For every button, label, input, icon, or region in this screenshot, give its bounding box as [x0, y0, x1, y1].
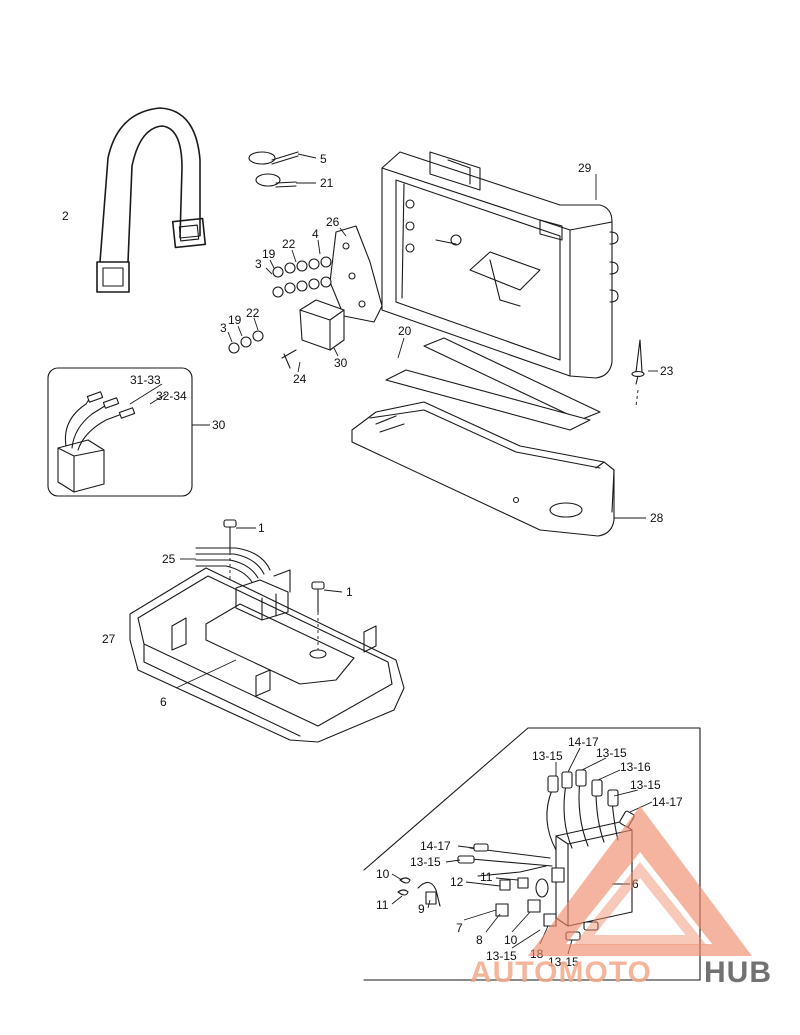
module-part-30 [228, 299, 345, 369]
label-part-32-34: 32-34 [156, 389, 187, 403]
label-part-23: 23 [660, 364, 674, 378]
pin-part-23 [631, 339, 645, 407]
watermark-logo: AUTOMOTO HUB [470, 806, 772, 989]
label-part-30-main: 30 [334, 356, 348, 370]
label-part-27: 27 [102, 632, 116, 646]
label-part-22-lower: 22 [246, 306, 260, 320]
label-part-6-tray: 6 [160, 695, 167, 709]
label-part-8: 8 [476, 933, 483, 947]
watermark-text-secondary: HUB [704, 956, 772, 989]
strap-part-2 [96, 107, 207, 293]
label-part-1-lower: 1 [346, 585, 353, 599]
label-part-7: 7 [456, 921, 463, 935]
label-part-3-lower: 3 [220, 321, 227, 335]
label-part-19-upper: 19 [262, 247, 276, 261]
label-part-14-17-b: 14-17 [652, 795, 683, 809]
label-part-22-upper: 22 [282, 237, 296, 251]
label-part-14-17-a: 14-17 [568, 735, 599, 749]
label-part-12: 12 [450, 875, 464, 889]
label-part-6-inset: 6 [632, 877, 639, 891]
label-part-13-15-f: 13-15 [548, 955, 579, 969]
label-part-13-15-c: 13-15 [630, 778, 661, 792]
label-part-5: 5 [320, 152, 327, 166]
label-part-21: 21 [320, 176, 334, 190]
label-part-19-lower: 19 [228, 313, 242, 327]
label-part-4: 4 [312, 227, 319, 241]
label-part-10-lower: 10 [504, 933, 518, 947]
main-housing-part-29 [381, 151, 619, 379]
bracket-part-26 [329, 225, 383, 323]
label-part-31-33: 31-33 [130, 373, 161, 387]
label-part-20: 20 [398, 324, 412, 338]
label-part-26: 26 [326, 215, 340, 229]
pads-part-20 [385, 337, 601, 431]
inset-part-30-detail [47, 367, 193, 497]
label-part-13-16: 13-16 [620, 760, 651, 774]
label-part-13-15-a: 13-15 [532, 749, 563, 763]
base-plate-part-28 [351, 401, 615, 537]
label-part-13-15-e: 13-15 [486, 949, 517, 963]
label-part-29: 29 [578, 161, 592, 175]
tray-part-27 [129, 567, 405, 743]
label-part-1-upper: 1 [258, 521, 265, 535]
label-part-3-upper: 3 [255, 257, 262, 271]
label-part-10-upper: 10 [376, 867, 390, 881]
label-part-25: 25 [162, 552, 176, 566]
label-part-13-15-b: 13-15 [596, 746, 627, 760]
label-part-13-15-d: 13-15 [410, 855, 441, 869]
label-part-24: 24 [293, 372, 307, 386]
label-part-11-left: 11 [376, 898, 389, 912]
label-part-28: 28 [650, 511, 664, 525]
label-part-14-17-c: 14-17 [420, 839, 451, 853]
part-labels: 2 5 21 29 26 4 22 19 3 22 19 3 24 30 20 … [62, 152, 683, 969]
leader-lines [129, 153, 658, 955]
cable-ties-5-21 [248, 151, 299, 188]
screws-part-1 [223, 519, 325, 650]
fasteners-upper [272, 256, 332, 298]
label-part-2: 2 [62, 209, 69, 223]
label-part-30-inset: 30 [212, 418, 226, 432]
label-part-11-right: 11 [480, 870, 493, 884]
watermark-text-primary: AUTOMOTO [470, 956, 652, 989]
label-part-9: 9 [418, 902, 425, 916]
watermark-triangle-icon [528, 806, 752, 956]
